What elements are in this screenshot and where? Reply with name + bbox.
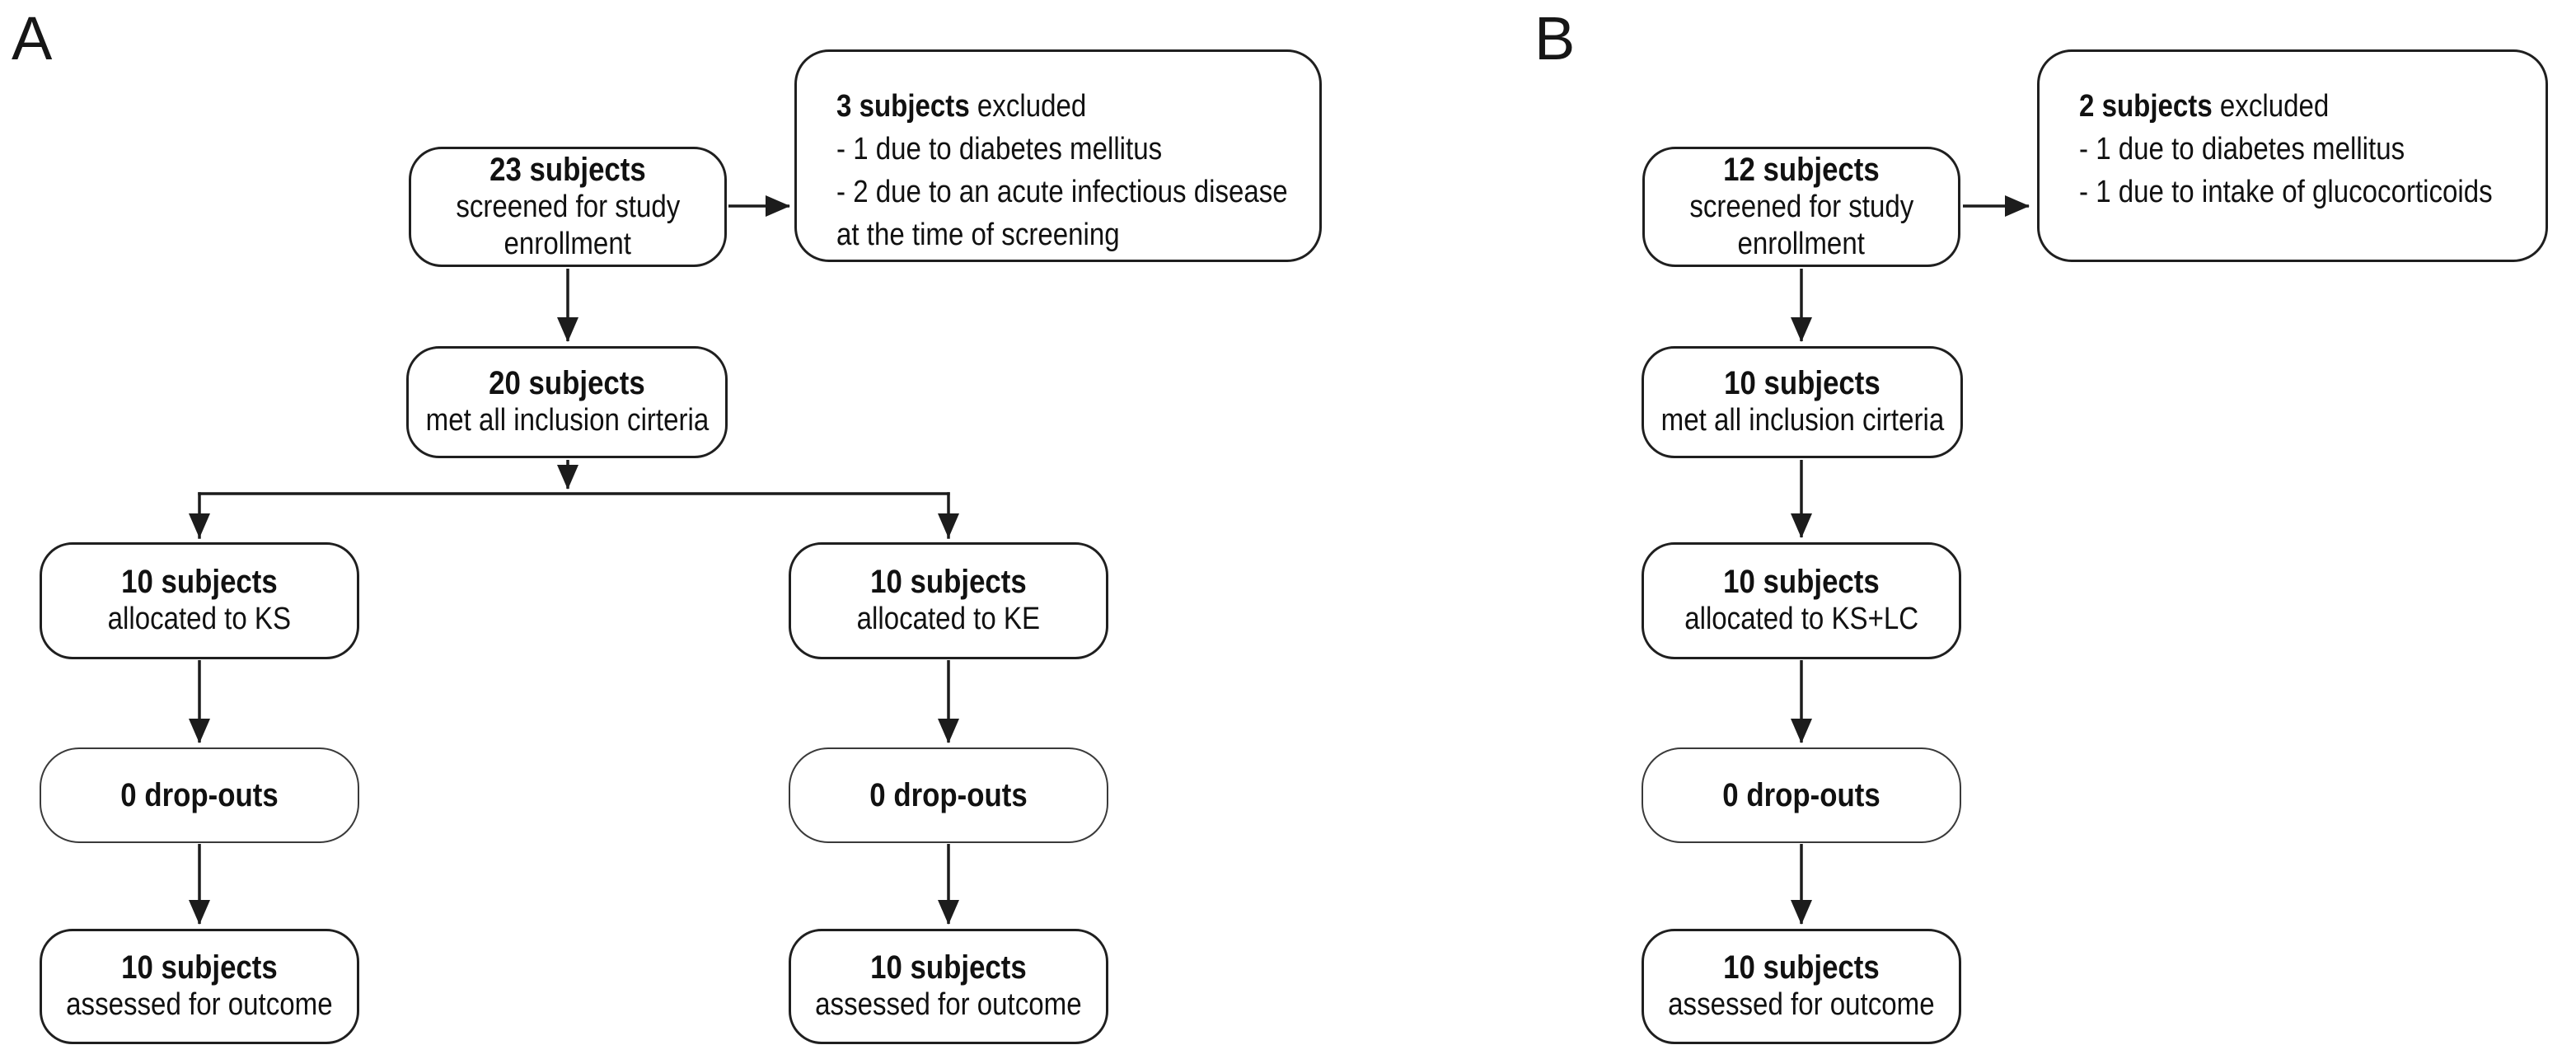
panel-a-assessed-ks-box: 10 subjects assessed for outcome (40, 929, 359, 1044)
text-line: allocated to KS+LC (1684, 602, 1918, 636)
excluded-headline: 3 subjects excluded (836, 85, 1086, 128)
panel-a-assessed-ke-box: 10 subjects assessed for outcome (789, 929, 1108, 1044)
text-line: met all inclusion cirteria (425, 403, 709, 438)
panel-b-allocated-box: 10 subjects allocated to KS+LC (1642, 542, 1961, 659)
dropouts-line: 0 drop-outs (120, 776, 279, 813)
excluded-reason: - 1 due to diabetes mellitus (2079, 132, 2405, 166)
text-line: assessed for outcome (66, 987, 333, 1022)
excluded-count: 2 subjects (2079, 89, 2213, 124)
text-line: enrollment (503, 226, 632, 261)
panel-b-assessed-box: 10 subjects assessed for outcome (1642, 929, 1961, 1044)
panel-a-excluded-box: 3 subjects excluded - 1 due to diabetes … (794, 49, 1322, 262)
panel-a-label: A (12, 4, 53, 73)
dropouts-line: 0 drop-outs (869, 776, 1028, 813)
count-line: 10 subjects (870, 564, 1027, 600)
count-line: 10 subjects (1723, 949, 1880, 986)
count-line: 10 subjects (1724, 365, 1880, 401)
dropouts-line: 0 drop-outs (1722, 776, 1880, 813)
text-line: enrollment (1737, 226, 1866, 261)
count-line: 23 subjects (489, 151, 646, 188)
panel-b-excluded-box: 2 subjects excluded - 1 due to diabetes … (2037, 49, 2548, 262)
count-line: 20 subjects (489, 365, 645, 401)
excluded-suffix: excluded (969, 89, 1087, 124)
excluded-reason: - 1 due to diabetes mellitus (836, 132, 1163, 166)
panel-a-inclusion-box: 20 subjects met all inclusion cirteria (406, 346, 728, 458)
panel-a-dropouts-ks-box: 0 drop-outs (40, 747, 359, 843)
excluded-reason: at the time of screening (836, 218, 1120, 252)
text-line: allocated to KS (107, 602, 292, 636)
excluded-suffix: excluded (2212, 89, 2330, 124)
panel-b-screened-box: 12 subjects screened for study enrollmen… (1642, 147, 1960, 267)
text-line: assessed for outcome (815, 987, 1082, 1022)
text-line: assessed for outcome (1668, 987, 1935, 1022)
text-line: screened for study (1689, 189, 1913, 224)
text-line: screened for study (456, 189, 680, 224)
panel-b-label: B (1534, 4, 1576, 73)
panel-a-screened-box: 23 subjects screened for study enrollmen… (409, 147, 727, 267)
count-line: 10 subjects (870, 949, 1027, 986)
count-line: 12 subjects (1723, 151, 1880, 188)
count-line: 10 subjects (121, 564, 278, 600)
text-line: met all inclusion cirteria (1660, 403, 1944, 438)
text-line: allocated to KE (856, 602, 1041, 636)
panel-a-allocated-ke-box: 10 subjects allocated to KE (789, 542, 1108, 659)
count-line: 10 subjects (1723, 564, 1880, 600)
count-line: 10 subjects (121, 949, 278, 986)
excluded-reason: - 1 due to intake of glucocorticoids (2079, 175, 2493, 209)
excluded-headline: 2 subjects excluded (2079, 85, 2329, 128)
panel-b-dropouts-box: 0 drop-outs (1642, 747, 1961, 843)
panel-a-allocated-ks-box: 10 subjects allocated to KS (40, 542, 359, 659)
excluded-count: 3 subjects (836, 89, 970, 124)
panel-b-inclusion-box: 10 subjects met all inclusion cirteria (1642, 346, 1963, 458)
panel-a-dropouts-ke-box: 0 drop-outs (789, 747, 1108, 843)
excluded-reason: - 2 due to an acute infectious disease (836, 175, 1288, 209)
